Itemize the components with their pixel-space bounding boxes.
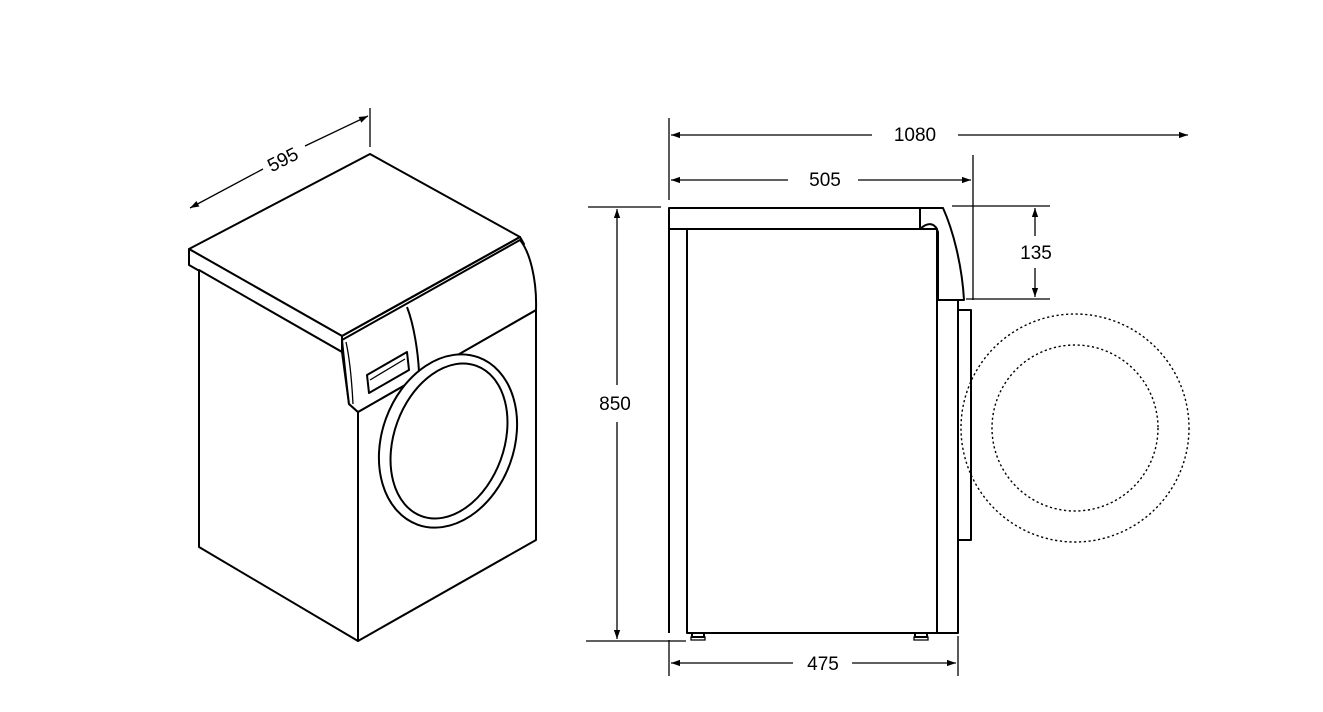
detergent-drawer-slot	[369, 358, 406, 381]
width-arrow-left	[189, 168, 264, 209]
total-depth-label: 1080	[894, 125, 936, 146]
side-top-plate	[668, 207, 921, 230]
width-arrow-right	[304, 115, 369, 147]
side-front-strip	[936, 299, 959, 634]
side-door-profile	[957, 309, 972, 541]
door-outer-ring	[377, 353, 519, 529]
dimension-height: 850	[586, 206, 686, 642]
door-swing-inner	[991, 344, 1159, 512]
side-body	[686, 228, 938, 634]
front-foot-base	[913, 636, 929, 641]
control-panel-inner-line	[345, 341, 354, 405]
height-label: 850	[599, 394, 631, 415]
side-view	[668, 207, 1190, 641]
control-panel-divider	[406, 306, 420, 373]
side-control-panel	[919, 207, 965, 301]
dimension-base-depth: 475	[668, 636, 959, 676]
top-panel-label: 135	[1020, 243, 1052, 264]
dimension-depth: 505	[671, 155, 974, 300]
rear-foot-base	[690, 636, 706, 641]
dimension-top-panel: 135	[952, 205, 1052, 300]
door-glass	[389, 362, 509, 520]
depth-label: 505	[809, 170, 841, 191]
dimension-total-depth: 1080	[668, 118, 1188, 200]
base-depth-label: 475	[807, 654, 839, 675]
width-label: 595	[264, 144, 302, 177]
door-swing-outer	[960, 313, 1190, 543]
isometric-view	[188, 153, 538, 642]
